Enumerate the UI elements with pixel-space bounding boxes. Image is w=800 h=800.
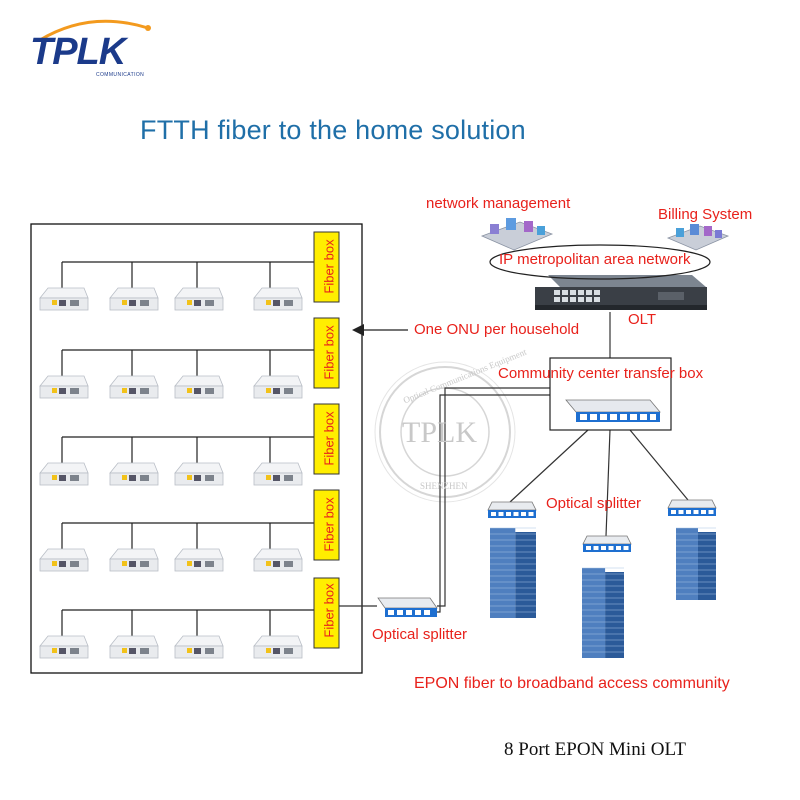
fiber-box-4 xyxy=(313,489,340,561)
fiber-box-label-4: Fiber box xyxy=(321,497,337,552)
epon-community-label: EPON fiber to broadband access community xyxy=(414,675,730,692)
tower-building-2 xyxy=(582,567,624,658)
household-building-frame xyxy=(30,223,363,674)
billing-system-icon xyxy=(666,224,730,251)
fiber-box-shapes xyxy=(313,231,340,649)
page-title: FTTH fiber to the home solution xyxy=(140,115,526,145)
community-splitter-device xyxy=(565,399,661,422)
olt-label: OLT xyxy=(628,311,657,328)
ip-network-ellipse xyxy=(489,244,711,280)
onu-per-household-label: One ONU per household xyxy=(414,321,580,338)
onu-device xyxy=(39,635,89,659)
fiber-box-label-1: Fiber box xyxy=(321,239,337,294)
fiber-box-1 xyxy=(313,231,340,303)
product-caption: 8 Port EPON Mini OLT xyxy=(504,739,686,760)
building-splitter-3 xyxy=(667,499,717,516)
onu-device xyxy=(174,375,224,399)
optical-splitter-right-label: Optical splitter xyxy=(546,495,642,512)
fiber-box-label-3: Fiber box xyxy=(321,411,337,466)
onu-device xyxy=(39,462,89,486)
onu-devices xyxy=(39,287,303,659)
logo-tagline: COMMUNICATION xyxy=(96,72,145,78)
building-splitter-2 xyxy=(582,535,632,552)
onu-device xyxy=(253,462,303,486)
community-box-label: Community center transfer box xyxy=(498,365,704,382)
watermark-center-text: TPLK xyxy=(402,416,477,449)
onu-device xyxy=(109,462,159,486)
onu-device xyxy=(174,635,224,659)
onu-device xyxy=(174,548,224,572)
fiber-box-3 xyxy=(313,403,340,475)
onu-device xyxy=(174,287,224,311)
community-buildings xyxy=(490,527,716,658)
network-management-icon xyxy=(480,218,554,251)
onu-pointer-arrow xyxy=(352,324,408,336)
optical-splitter-bottom-device xyxy=(377,597,438,617)
network-management-label: network management xyxy=(426,195,571,212)
logo-swoosh xyxy=(39,19,149,42)
onu-device xyxy=(109,287,159,311)
onu-device xyxy=(39,375,89,399)
onu-device xyxy=(253,375,303,399)
logo-swoosh-dot xyxy=(145,25,151,31)
onu-device xyxy=(174,462,224,486)
fiber-box-label-2: Fiber box xyxy=(321,325,337,380)
household-wiring xyxy=(61,261,314,636)
onu-device xyxy=(39,548,89,572)
fiber-box-5 xyxy=(313,577,340,649)
building-splitters xyxy=(487,499,717,552)
logo-wordmark: TPLK xyxy=(30,31,126,73)
onu-device xyxy=(253,635,303,659)
onu-device xyxy=(253,548,303,572)
optical-splitter-bottom-label: Optical splitter xyxy=(372,626,468,643)
watermark-arc-bottom-text: SHENZHEN xyxy=(420,481,468,491)
fiber-box-label-5: Fiber box xyxy=(321,583,337,638)
onu-device xyxy=(39,287,89,311)
onu-device xyxy=(253,287,303,311)
fiber-box-2 xyxy=(313,317,340,389)
olt-device xyxy=(535,275,707,310)
tower-building-1 xyxy=(490,527,536,618)
onu-device xyxy=(109,635,159,659)
ip-network-label: IP metropolitan area network xyxy=(499,251,691,268)
tower-building-3 xyxy=(676,527,716,600)
onu-device xyxy=(109,375,159,399)
billing-system-label: Billing System xyxy=(658,206,753,223)
onu-device xyxy=(109,548,159,572)
building-splitter-1 xyxy=(487,501,537,518)
